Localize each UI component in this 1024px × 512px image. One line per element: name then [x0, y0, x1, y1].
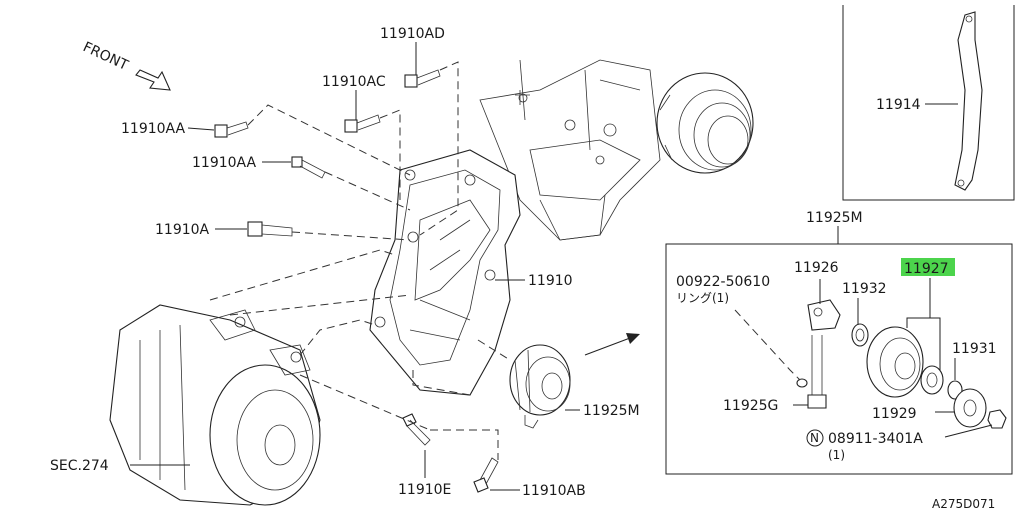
bolt-11910AB: [473, 457, 499, 493]
part-11925G-bolt: [807, 335, 827, 409]
label-11910AD: 11910AD: [380, 26, 445, 42]
part-11932-washer: [851, 323, 869, 347]
bolt-11910AD: [404, 69, 441, 88]
bolt-11910AA-upper: [214, 121, 249, 138]
part-ring: [796, 378, 808, 388]
label-sec274: SEC.274: [50, 458, 109, 474]
label-11910AC: 11910AC: [322, 74, 386, 90]
detail-leaders: [734, 226, 993, 438]
diagram-code: A275D071: [932, 497, 995, 511]
label-11910AB: 11910AB: [522, 483, 586, 499]
bracket-11914: [954, 11, 983, 191]
part-nut: [987, 409, 1007, 429]
bolt-11910AC: [344, 114, 381, 133]
bolt-11910E: [402, 413, 431, 446]
label-11931: 11931: [952, 341, 997, 357]
label-11910AA-lower: 11910AA: [192, 155, 257, 171]
label-11910AA-upper: 11910AA: [121, 121, 186, 137]
dashed-guides: [209, 61, 511, 460]
main-leaders: [130, 42, 958, 491]
part-11929-washer: [953, 388, 987, 428]
label-ring-note: リング(1): [676, 291, 729, 305]
ac-compressor: [109, 304, 321, 506]
label-11927: 11927: [904, 261, 949, 277]
label-11914: 11914: [876, 97, 921, 113]
bolt-11910A: [247, 221, 293, 237]
label-11925G: 11925G: [723, 398, 778, 414]
label-nut-qty: (1): [828, 448, 845, 462]
bracket-11910: [369, 149, 521, 396]
crank-pulley: [656, 72, 754, 174]
label-11910: 11910: [528, 273, 573, 289]
label-ring-code: 00922-50610: [676, 274, 770, 290]
highlight-11927: [901, 258, 955, 276]
label-11932: 11932: [842, 281, 887, 297]
nut-symbol: N: [810, 431, 819, 445]
label-nut-code: 08911-3401A: [828, 431, 923, 447]
part-11926-shaft: [807, 299, 841, 331]
front-label: FRONT: [80, 39, 131, 74]
part-11927-pulley: [866, 326, 944, 398]
idler-pulley-main: [509, 344, 571, 429]
label-11910A: 11910A: [155, 222, 210, 238]
inset-box-11914: [842, 5, 1015, 201]
detail-arrow: [584, 333, 640, 356]
label-11925M-top: 11925M: [806, 210, 863, 226]
label-11910E: 11910E: [398, 482, 451, 498]
bolt-11910AA-lower: [291, 156, 326, 179]
inset-box-11925M: [665, 243, 1013, 475]
label-11925M-side: 11925M: [583, 403, 640, 419]
nut-spec: N 08911-3401A (1): [806, 429, 923, 462]
label-11926: 11926: [794, 260, 839, 276]
label-11929: 11929: [872, 406, 917, 422]
front-arrow: [135, 69, 171, 91]
